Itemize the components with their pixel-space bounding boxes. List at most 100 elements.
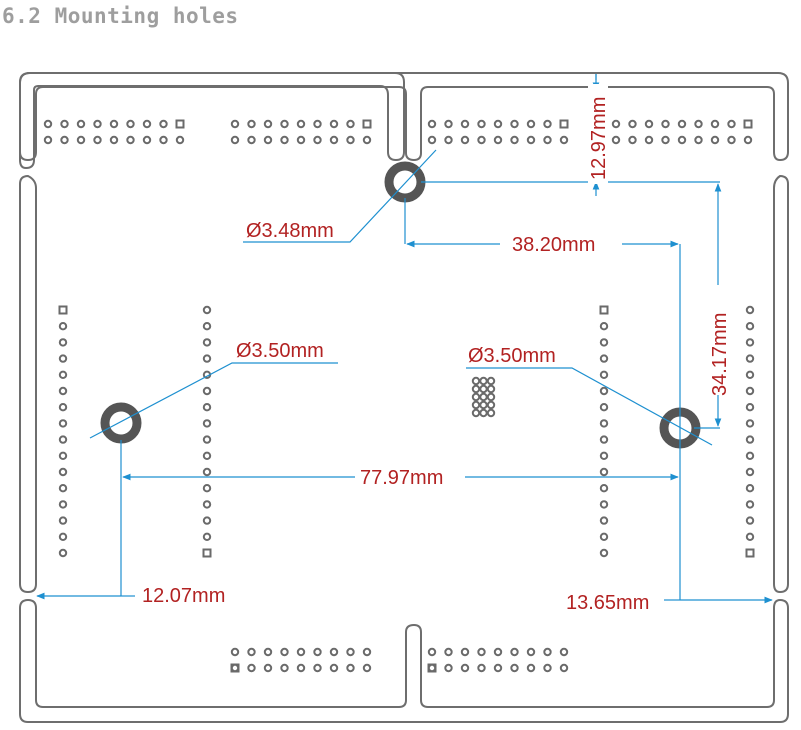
pin-pad — [661, 135, 670, 145]
pin-pad — [599, 451, 609, 460]
pin-pad — [599, 419, 609, 428]
pin-pad — [247, 135, 256, 145]
pin-pad — [745, 338, 755, 347]
pin-pad — [471, 384, 481, 394]
dim-top-right-horizontal: 38.20mm — [512, 234, 595, 256]
pin-pad — [599, 338, 609, 347]
pin-pad — [202, 532, 212, 541]
pin-pad — [58, 386, 68, 396]
pin-pad — [479, 392, 488, 402]
pin-pad — [280, 647, 289, 657]
pin-pad — [362, 663, 372, 673]
pin-pad — [280, 663, 289, 673]
pin-pad — [444, 663, 453, 673]
pin-pad-square — [202, 548, 212, 558]
pin-pad — [526, 119, 536, 129]
pin-pad — [477, 119, 486, 129]
pin-pad — [460, 119, 470, 129]
pin-pad — [296, 135, 306, 145]
pin-pad — [58, 435, 68, 444]
pin-pad — [263, 119, 273, 129]
pin-pad — [694, 135, 703, 145]
pin-pad — [202, 305, 212, 315]
pin-pad — [543, 119, 552, 129]
pin-pad — [526, 647, 536, 657]
pin-pad-square — [427, 663, 437, 673]
dim-hole-right-diameter: Ø3.50mm — [468, 345, 556, 367]
pin-pad — [611, 119, 621, 129]
pin-pad — [628, 119, 637, 129]
pin-pad — [126, 135, 135, 145]
pin-pad — [493, 119, 503, 129]
pin-pad — [58, 370, 68, 379]
pin-pad — [486, 376, 496, 386]
pin-pad-square — [58, 305, 68, 315]
pin-pad-square — [743, 119, 753, 129]
pin-pad — [329, 119, 339, 129]
pin-pad — [644, 135, 654, 145]
pin-pad — [444, 647, 453, 657]
pin-pad — [460, 135, 470, 145]
pin-pad — [60, 135, 69, 145]
pin-pad — [329, 647, 339, 657]
pin-pad — [346, 119, 355, 129]
pin-pad — [202, 338, 212, 347]
pin-pad — [263, 647, 273, 657]
pin-pad — [460, 663, 470, 673]
pin-pad — [599, 484, 609, 493]
pin-pad — [175, 135, 185, 145]
pin-pad — [202, 451, 212, 460]
pin-pad — [479, 376, 488, 386]
mounting-hole-left — [100, 402, 142, 444]
pin-pad — [444, 135, 453, 145]
pin-pad — [58, 548, 68, 558]
pin-pad — [599, 516, 609, 525]
pin-pad — [677, 119, 687, 129]
pin-pad — [745, 484, 755, 493]
pin-pad — [559, 135, 569, 145]
pin-pad — [126, 119, 135, 129]
pin-pad — [543, 663, 552, 673]
pin-pad — [427, 663, 437, 673]
pin-pad — [329, 663, 339, 673]
pin-pad — [43, 119, 53, 129]
pin-pad — [58, 403, 68, 412]
pin-pad — [543, 647, 552, 657]
pin-pad — [202, 484, 212, 493]
pin-pad — [745, 500, 755, 509]
pin-pad — [93, 135, 102, 145]
dim-left-right-horizontal: 77.97mm — [360, 467, 443, 489]
pin-pad — [510, 135, 519, 145]
pin-pad — [427, 119, 437, 129]
pin-pad — [142, 119, 152, 129]
pin-pad — [58, 484, 68, 493]
pin-pad — [477, 663, 486, 673]
dim-top-right-vertical: 34.17mm — [709, 313, 731, 396]
pin-pad — [58, 467, 68, 477]
pin-pad — [710, 119, 720, 129]
pin-pad — [745, 435, 755, 444]
pin-pad — [427, 135, 437, 145]
pin-pad — [710, 135, 720, 145]
pin-pad — [159, 119, 168, 129]
pin-pad — [230, 663, 240, 673]
pin-pad — [745, 467, 755, 477]
pin-pad — [599, 500, 609, 509]
pin-pad — [263, 135, 273, 145]
pin-pad — [493, 647, 503, 657]
pin-pad — [599, 322, 609, 331]
pin-pad — [745, 419, 755, 428]
pin-pad — [76, 135, 86, 145]
pin-pad — [599, 403, 609, 412]
pin-pad-square — [230, 663, 240, 673]
pin-pad — [444, 119, 453, 129]
pin-pad — [486, 408, 496, 418]
pin-pad-square — [362, 119, 372, 129]
pin-pad — [202, 516, 212, 525]
pin-pad — [58, 354, 68, 363]
pin-pad — [280, 119, 289, 129]
pin-pad — [247, 647, 256, 657]
pin-pad — [479, 408, 488, 418]
pin-pad-square — [559, 119, 569, 129]
